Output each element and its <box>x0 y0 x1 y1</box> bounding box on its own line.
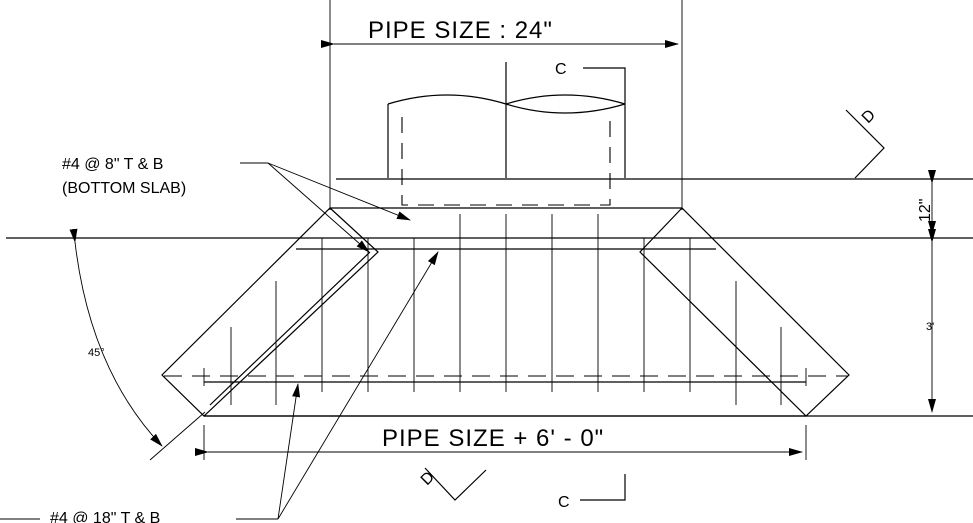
section-d-top-label: D <box>859 107 879 127</box>
angle-dimension <box>69 228 206 461</box>
angle-label: 45° <box>88 347 105 359</box>
base-width-dimension <box>195 425 807 460</box>
footing-outline <box>161 207 850 417</box>
bottom-slab-callout-line2: (BOTTOM SLAB) <box>62 180 186 197</box>
section-d-bottom-mark <box>424 467 487 501</box>
section-c-top-label: C <box>555 61 567 78</box>
side-bars-leaders <box>236 251 439 520</box>
slab-thickness-label: 12" <box>917 199 934 222</box>
base-width-label: PIPE SIZE + 6' - 0" <box>382 425 604 452</box>
pipe-size-label: PIPE SIZE : 24" <box>368 17 553 44</box>
left-diagonal-bar <box>209 251 371 406</box>
section-c-top-mark <box>583 67 626 104</box>
section-c-bottom-mark <box>580 474 626 501</box>
bottom-slab-leaders <box>240 162 411 253</box>
vertical-rebars <box>203 214 807 405</box>
pipe-size-dimension <box>321 0 683 210</box>
section-c-bottom-label: C <box>558 494 570 511</box>
pipe-outline <box>387 62 626 178</box>
pipe-bedding-dashed <box>401 117 611 206</box>
bottom-slab-callout-line1: #4 @ 8" T & B <box>62 156 163 173</box>
section-d-top-mark <box>845 109 885 179</box>
depth-label: 3' <box>926 321 934 333</box>
side-bars-callout: #4 @ 18" T & B <box>50 510 160 523</box>
section-d-bottom-label: D <box>418 469 438 489</box>
